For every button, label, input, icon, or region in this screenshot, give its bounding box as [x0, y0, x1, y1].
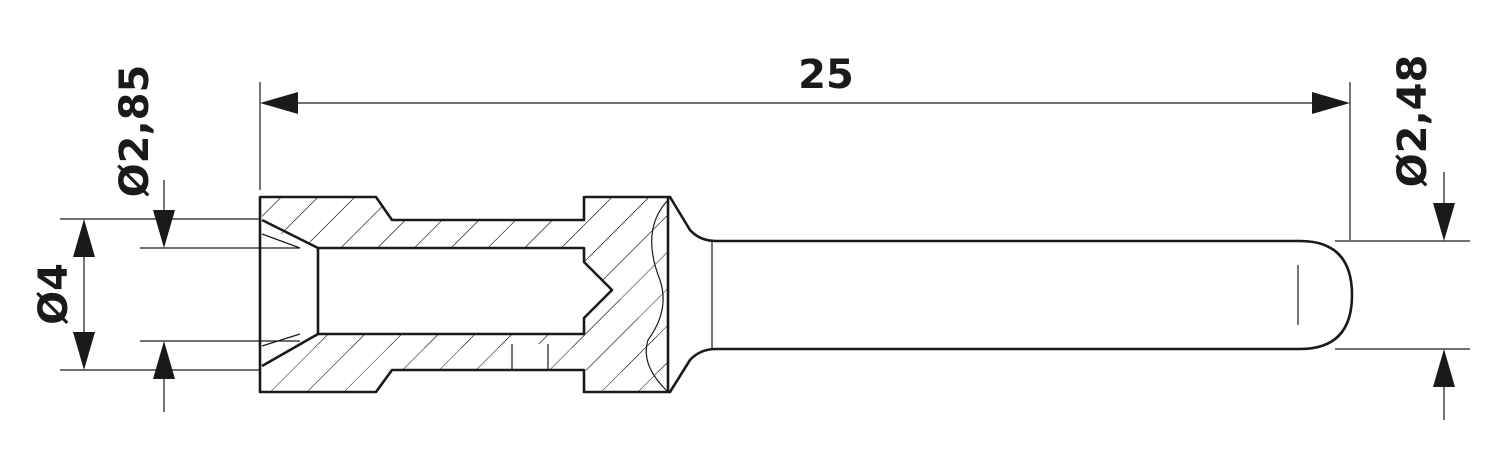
length-dimension: 25	[259, 52, 1351, 240]
pin-diameter-label: Ø2,48	[1390, 55, 1436, 188]
inner-diameter-label: Ø2,85	[112, 65, 158, 198]
outer-diameter-dimension: Ø4	[31, 218, 260, 371]
pin-diameter-dimension: Ø2,48	[1335, 55, 1470, 420]
length-label: 25	[798, 52, 854, 98]
contact-body	[258, 195, 1354, 394]
inner-diameter-dimension: Ø2,85	[112, 65, 300, 412]
outer-diameter-label: Ø4	[31, 263, 77, 325]
